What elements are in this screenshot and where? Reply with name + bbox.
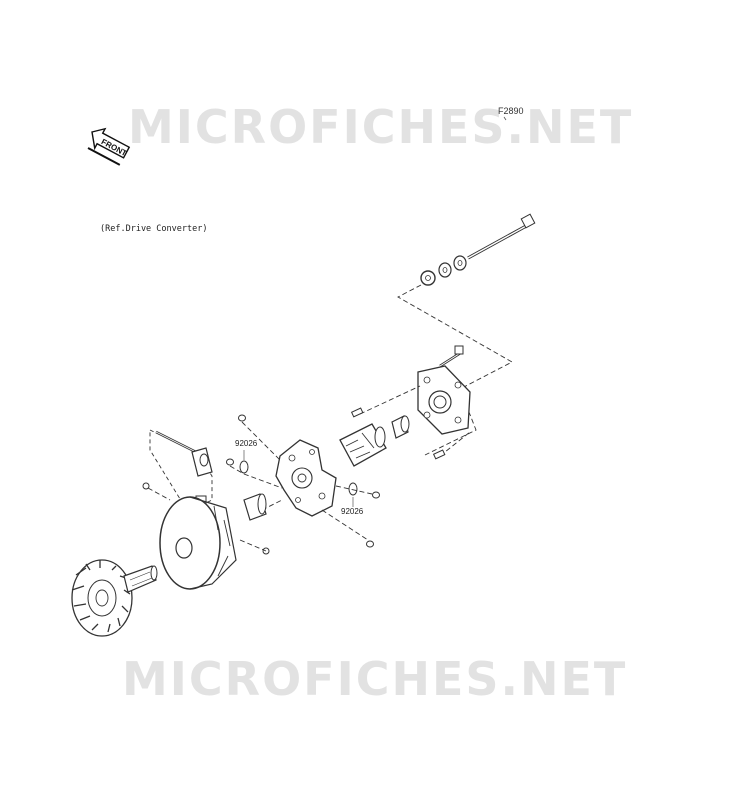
figure-code: F2890 — [498, 106, 524, 116]
spider-assembly[interactable] — [275, 439, 337, 517]
part-label-92026-left[interactable]: 92026 — [235, 439, 258, 448]
o-ring-left[interactable] — [239, 460, 249, 474]
pin-lower[interactable] — [432, 449, 446, 460]
roller-bushing[interactable] — [243, 493, 267, 521]
bushing-right[interactable] — [391, 415, 410, 439]
nut-b[interactable] — [226, 458, 234, 466]
watermark-bottom: MICROFICHES.NET — [122, 652, 628, 706]
front-arrow-icon: FRONT — [87, 127, 131, 166]
crank-shaft[interactable] — [123, 565, 158, 593]
nut-c[interactable] — [372, 491, 380, 499]
nut-e[interactable] — [142, 482, 150, 490]
watermark-top: MICROFICHES.NET — [128, 100, 634, 154]
weight-block[interactable] — [191, 447, 213, 477]
washer-1[interactable] — [453, 255, 467, 271]
housing-bolt[interactable] — [439, 345, 464, 368]
spider-cam[interactable] — [339, 423, 387, 467]
reference-note: (Ref.Drive Converter) — [100, 224, 208, 234]
nut-d[interactable] — [366, 540, 374, 548]
assembly-lines-top — [397, 284, 513, 456]
movable-sheave[interactable] — [159, 496, 237, 590]
pin-upper[interactable] — [350, 407, 364, 418]
nut-a[interactable] — [238, 414, 246, 422]
washer-2[interactable] — [438, 262, 452, 278]
o-ring-right[interactable] — [348, 482, 358, 496]
cover-plate[interactable] — [417, 365, 471, 435]
nut-washer[interactable] — [420, 270, 436, 286]
part-label-92026-right[interactable]: 92026 — [341, 507, 364, 516]
long-bolt[interactable] — [467, 213, 536, 260]
weight-pin[interactable] — [155, 430, 197, 454]
fixed-sheave[interactable] — [71, 559, 133, 637]
